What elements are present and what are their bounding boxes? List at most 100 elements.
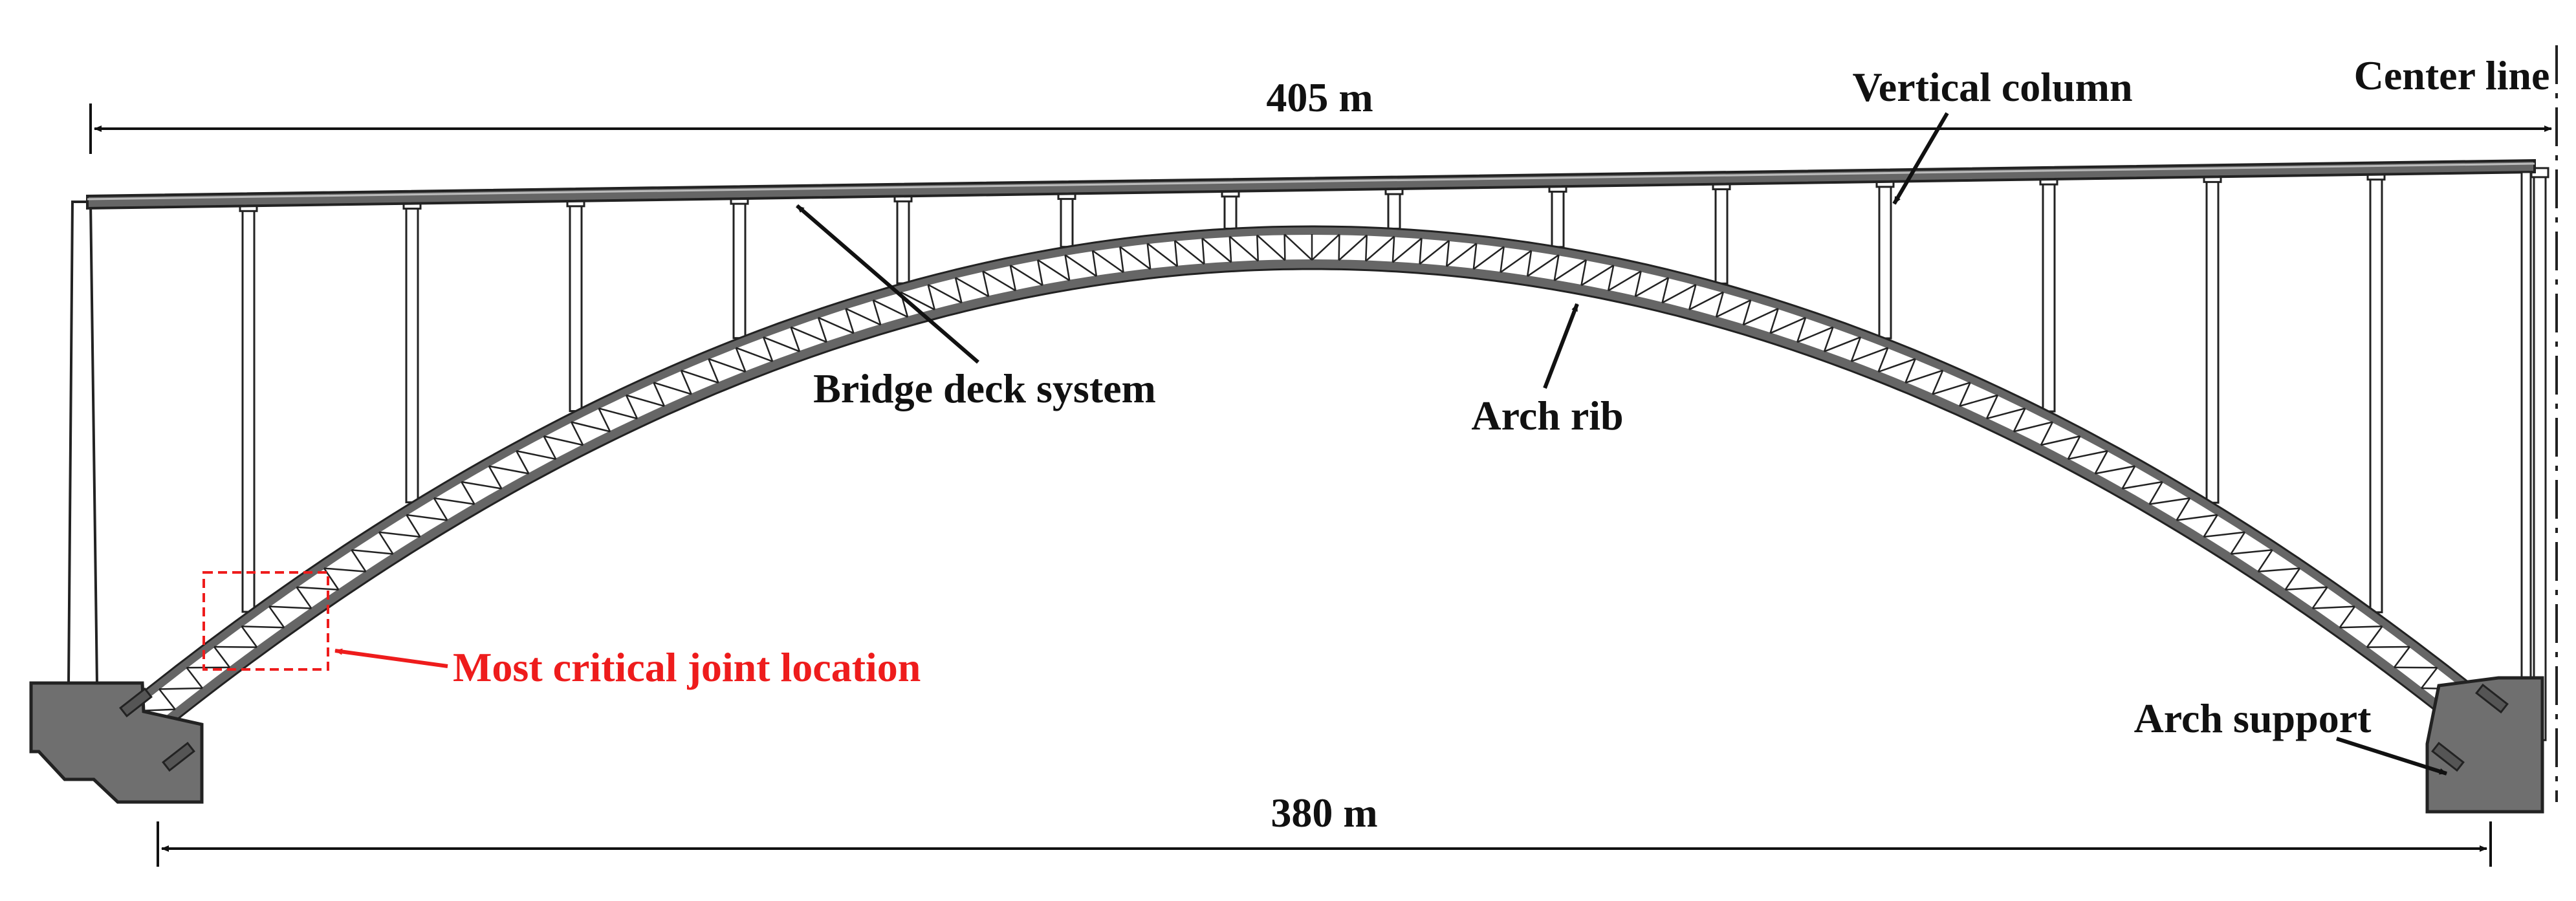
truss-vertical (2421, 667, 2438, 689)
vertical-column (241, 202, 256, 613)
truss-diagonal (1064, 254, 1097, 277)
truss-diagonal (1635, 277, 1669, 298)
critical-joint-box (202, 571, 329, 671)
vertical-column-leader (1892, 112, 1949, 205)
critical-joint-leader (334, 648, 448, 668)
truss-vertical (817, 317, 827, 343)
truss-diagonal (2231, 549, 2273, 555)
truss-vertical (872, 299, 882, 325)
truss-vertical (2393, 646, 2410, 668)
bridge-deck (86, 158, 2536, 210)
center-line-label: Center line (2354, 52, 2550, 98)
truss-diagonal (2176, 514, 2218, 521)
truss-diagonal (1365, 235, 1395, 262)
vertical-column (896, 192, 910, 285)
truss-diagonal (1608, 270, 1642, 292)
truss-diagonal (488, 465, 529, 475)
truss-vertical (1392, 236, 1395, 263)
truss-diagonal (763, 336, 800, 353)
truss-vertical (186, 667, 203, 689)
truss-diagonal (1959, 394, 1998, 407)
arch-upper-chord (126, 225, 2498, 712)
deck-length-dimension (89, 103, 2552, 154)
truss-vertical (296, 587, 312, 609)
truss-vertical (625, 395, 639, 419)
truss-diagonal (2258, 567, 2300, 572)
truss-vertical (1201, 238, 1205, 265)
truss-diagonal (1796, 326, 1833, 343)
truss-vertical (1742, 299, 1752, 325)
vertical-column (569, 197, 583, 413)
truss-diagonal (1229, 235, 1259, 262)
arch-lower-chord (147, 259, 2476, 738)
truss-vertical (1769, 308, 1779, 334)
truss-vertical (406, 514, 421, 537)
truss-vertical (1365, 235, 1368, 261)
truss-diagonal (433, 497, 475, 505)
truss-vertical (1932, 370, 1944, 395)
truss-vertical (378, 532, 394, 555)
arch-upper-chord-edge (126, 225, 2498, 706)
truss-diagonal (1580, 265, 1614, 287)
truss-vertical (2366, 625, 2383, 648)
truss-diagonal (982, 270, 1016, 292)
truss-vertical (1958, 382, 1971, 407)
vertical-column-label: Vertical column (1852, 64, 2132, 110)
truss-diagonal (2068, 450, 2108, 461)
truss-vertical (1526, 250, 1533, 277)
deck-length-label: 405 m (1266, 74, 1373, 120)
truss-vertical (1796, 317, 1807, 343)
arch-truss-web (131, 233, 2493, 732)
truss-vertical (1580, 259, 1588, 286)
truss-diagonal (1201, 237, 1232, 263)
truss-diagonal (1743, 307, 1779, 326)
truss-vertical (927, 284, 935, 310)
truss-diagonal (2040, 435, 2080, 446)
arch-rib-leader (1543, 303, 1579, 389)
truss-diagonal (296, 586, 339, 591)
truss-diagonal (1688, 291, 1724, 310)
truss-vertical (1338, 234, 1340, 261)
truss-diagonal (1851, 347, 1888, 362)
truss-vertical (2311, 587, 2328, 609)
truss-vertical (790, 327, 801, 352)
truss-diagonal (1037, 259, 1070, 281)
truss-diagonal (1473, 246, 1505, 270)
truss-diagonal (708, 358, 746, 373)
truss-diagonal (626, 394, 665, 407)
truss-vertical (2067, 435, 2081, 460)
truss-vertical (2203, 514, 2218, 537)
truss-diagonal (1419, 239, 1450, 265)
truss-vertical (570, 421, 584, 446)
span-length-label: 380 m (1271, 790, 1377, 836)
bridge-deck-leader (796, 204, 979, 364)
truss-vertical (1445, 240, 1450, 266)
truss-vertical (845, 308, 855, 334)
right-end-pier (2520, 171, 2532, 686)
vertical-column (405, 200, 419, 504)
truss-diagonal (268, 605, 312, 609)
truss-diagonal (2149, 497, 2190, 505)
truss-vertical (598, 407, 611, 432)
critical-joint-label: Most critical joint location (453, 644, 921, 690)
truss-diagonal (1527, 254, 1560, 277)
truss-diagonal (1119, 246, 1151, 270)
truss-vertical (1715, 292, 1725, 318)
truss-diagonal (543, 435, 584, 446)
truss-vertical (2040, 421, 2054, 446)
truss-vertical (433, 497, 448, 521)
arch-rib-label: Arch rib (1471, 393, 1623, 439)
truss-diagonal (1446, 243, 1478, 267)
truss-diagonal (1661, 283, 1697, 304)
truss-diagonal (2312, 605, 2355, 609)
truss-diagonal (406, 514, 448, 521)
truss-vertical (762, 336, 774, 362)
truss-diagonal (900, 291, 935, 310)
truss-diagonal (681, 369, 719, 384)
truss-diagonal (1146, 243, 1178, 267)
truss-vertical (268, 605, 285, 628)
truss-vertical (708, 358, 719, 384)
truss-diagonal (351, 549, 393, 555)
vertical-column (2205, 173, 2220, 504)
